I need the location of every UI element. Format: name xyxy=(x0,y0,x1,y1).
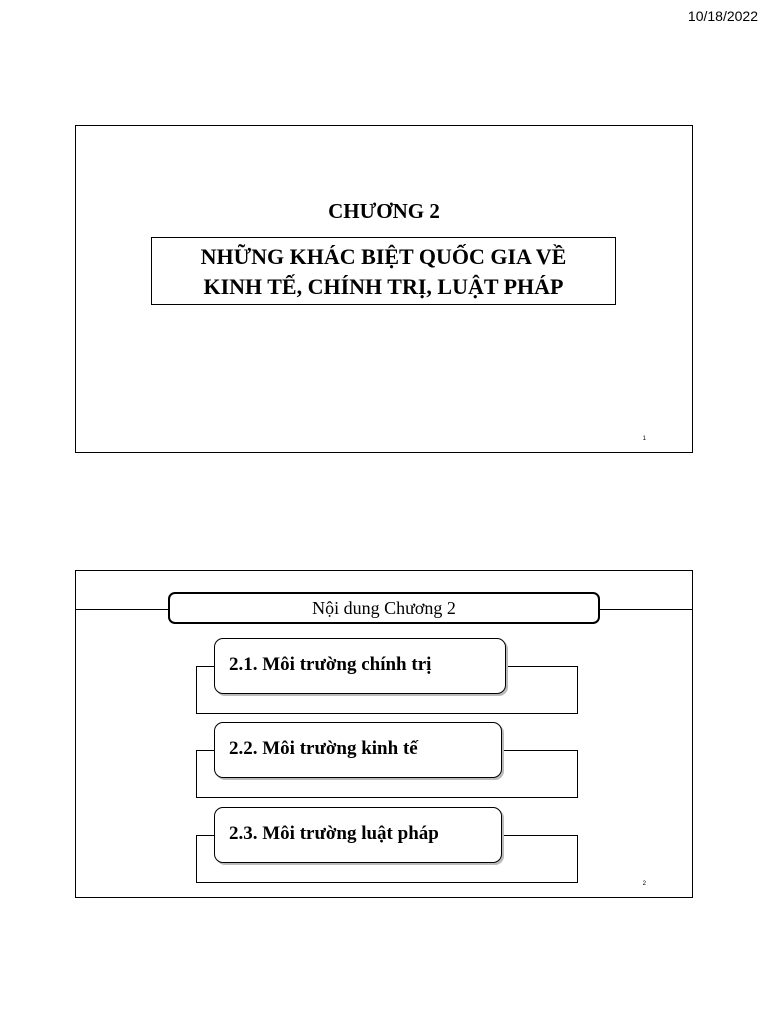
chapter-heading: CHƯƠNG 2 xyxy=(328,199,440,223)
slide-number: 2 xyxy=(642,881,646,887)
chapter-title-line-1: NHỮNG KHÁC BIỆT QUỐC GIA VỀ xyxy=(200,244,567,269)
chapter-title-box: NHỮNG KHÁC BIỆT QUỐC GIA VỀ KINH TẾ, CHÍ… xyxy=(151,237,616,305)
contents-item-3: 2.3. Môi trường luật pháp xyxy=(214,807,502,863)
print-date: 10/18/2022 xyxy=(687,8,758,24)
chapter-title-line-2: KINH TẾ, CHÍNH TRỊ, LUẬT PHÁP xyxy=(203,274,564,299)
contents-item-2: 2.2. Môi trường kinh tế xyxy=(214,722,502,778)
contents-item-1: 2.1. Môi trường chính trị xyxy=(214,638,506,694)
slide-number: 1 xyxy=(642,436,646,442)
slide-2: Nội dung Chương 2 2.1. Môi trường chính … xyxy=(75,570,693,898)
slide-1: CHƯƠNG 2 NHỮNG KHÁC BIỆT QUỐC GIA VỀ KIN… xyxy=(75,125,693,453)
contents-header: Nội dung Chương 2 xyxy=(168,592,600,624)
